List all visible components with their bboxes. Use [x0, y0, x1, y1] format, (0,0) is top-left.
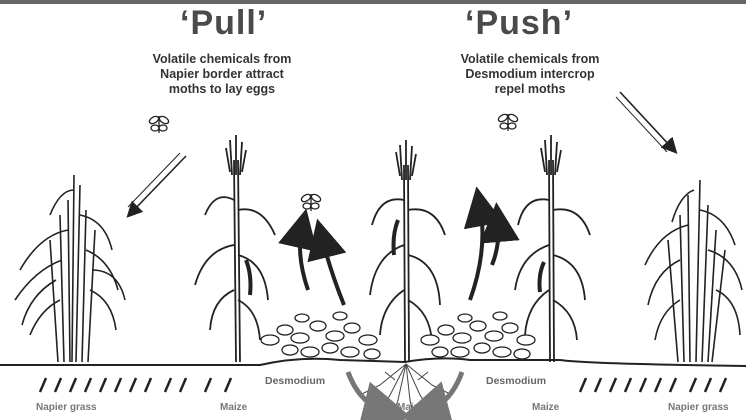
soil-hatching-right: [580, 378, 726, 392]
moth-icon: [497, 113, 519, 131]
maize-label-left: Maize: [220, 402, 247, 413]
napier-grass-label-left: Napier grass: [36, 402, 97, 413]
desmodium-label-left: Desmodium: [265, 375, 325, 387]
desmodium-plant-icon: [261, 312, 380, 359]
arrow-icon: [322, 238, 344, 305]
maize-plant-icon: [370, 140, 445, 362]
arrow-icon: [348, 372, 388, 412]
pull-heading: ‘Pull’: [180, 4, 267, 43]
maize-plant-icon: [195, 135, 275, 362]
arrow-icon: [620, 92, 672, 148]
top-texture-strip: [0, 0, 746, 4]
maize-label-right: Maize: [532, 402, 559, 413]
pull-caption-line: Napier border attract: [112, 67, 332, 82]
moth-icon: [148, 115, 170, 133]
napier-grass-icon: [15, 175, 125, 362]
moth-icon: [300, 193, 322, 211]
arrow-icon: [128, 153, 180, 207]
arrow-icon: [132, 156, 186, 212]
arrow-icon: [492, 222, 498, 265]
pull-caption-line: Volatile chemicals from: [112, 52, 332, 67]
desmodium-plant-icon: [421, 312, 535, 359]
arrow-icon: [300, 228, 308, 290]
arrow-icon: [424, 372, 462, 412]
maize-plant-icon: [515, 135, 590, 362]
napier-grass-label-right: Napier grass: [668, 402, 729, 413]
soil-hatching-left: [40, 378, 231, 392]
push-caption-line: Volatile chemicals from: [420, 52, 640, 67]
maize-label-center: Maize: [397, 402, 424, 413]
push-heading: ‘Push’: [465, 4, 573, 43]
push-caption-line: Desmodium intercrop: [420, 67, 640, 82]
desmodium-label-right: Desmodium: [486, 375, 546, 387]
push-caption-line: repel moths: [420, 82, 640, 97]
arrow-icon: [470, 206, 482, 300]
napier-grass-icon: [645, 180, 742, 362]
pull-caption: Volatile chemicals from Napier border at…: [112, 52, 332, 97]
pull-caption-line: moths to lay eggs: [112, 82, 332, 97]
push-caption: Volatile chemicals from Desmodium interc…: [420, 52, 640, 97]
arrow-icon: [616, 97, 667, 152]
